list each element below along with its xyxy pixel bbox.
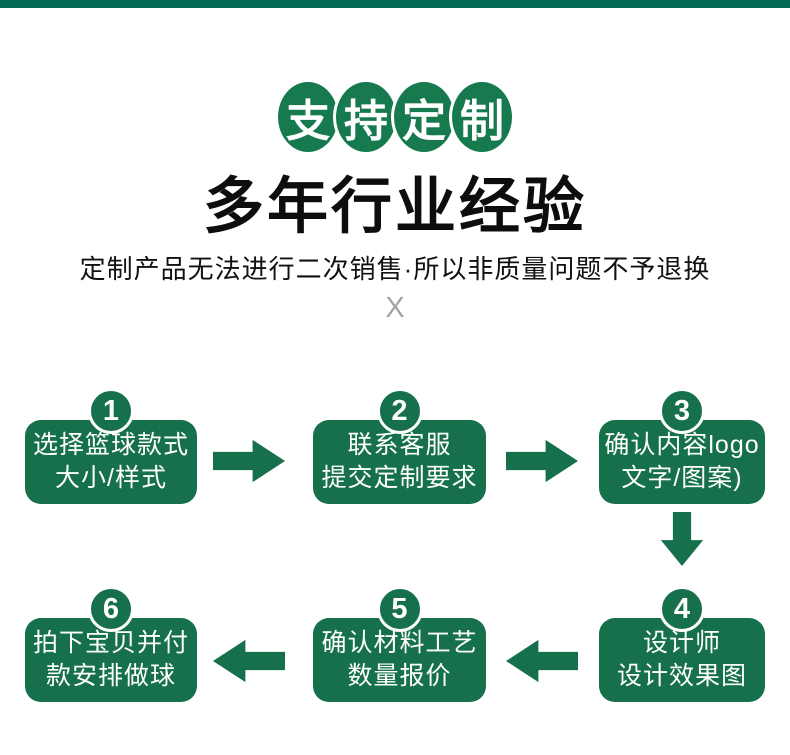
step-number: 3 xyxy=(673,394,691,427)
top-divider-bar xyxy=(0,0,790,8)
x-divider-mark: X xyxy=(385,292,405,324)
step-line: 大小/样式 xyxy=(55,464,167,492)
step-number: 2 xyxy=(391,394,408,427)
step-line: 文字/图案) xyxy=(621,464,743,492)
flow-step-2: 2 联系客服 提交定制要求 xyxy=(313,388,486,518)
badge-char: 支 xyxy=(286,97,330,146)
step-line: 提交定制要求 xyxy=(321,464,478,492)
step-number: 6 xyxy=(102,592,120,625)
arrow-left-icon xyxy=(213,639,285,683)
step-box: 确认内容logo 文字/图案) xyxy=(599,420,765,504)
step-number-badge: 6 xyxy=(88,586,134,632)
step-number-badge: 1 xyxy=(88,388,134,434)
badge-circle: 持 xyxy=(333,79,399,155)
flow-step-3: 3 确认内容logo 文字/图案) xyxy=(599,388,765,518)
step-line: 联系客服 xyxy=(347,431,452,459)
step-line: 数量报价 xyxy=(347,662,452,690)
badge-char: 定 xyxy=(402,97,446,146)
step-line: 拍下宝贝并付 xyxy=(32,629,189,657)
step-line: 设计效果图 xyxy=(616,662,747,690)
step-line: 选择篮球款式 xyxy=(32,431,189,459)
step-number-badge: 5 xyxy=(376,586,423,632)
step-number-badge: 2 xyxy=(376,388,423,434)
arrow-right-icon xyxy=(506,439,578,483)
step-number: 1 xyxy=(102,394,120,427)
step-box: 拍下宝贝并付 款安排做球 xyxy=(25,618,197,702)
badge-circle: 制 xyxy=(449,79,515,155)
support-customization-badge: 支 持 定 制 xyxy=(0,79,790,155)
step-line: 设计师 xyxy=(642,629,721,657)
flow-step-4: 4 设计师 设计效果图 xyxy=(599,586,765,716)
flow-step-5: 5 确认材料工艺 数量报价 xyxy=(313,586,486,716)
step-box: 联系客服 提交定制要求 xyxy=(313,420,486,504)
step-number: 5 xyxy=(391,592,408,625)
flow-step-6: 6 拍下宝贝并付 款安排做球 xyxy=(25,586,197,716)
badge-circle: 支 xyxy=(275,79,341,155)
step-number-badge: 4 xyxy=(659,586,705,632)
step-number-badge: 3 xyxy=(659,388,705,434)
step-number: 4 xyxy=(673,592,691,625)
flow-step-1: 1 选择篮球款式 大小/样式 xyxy=(25,388,197,518)
badge-circle: 定 xyxy=(391,79,457,155)
arrow-left-icon xyxy=(506,639,578,683)
page-title: 多年行业经验 xyxy=(202,172,587,240)
arrow-down-icon xyxy=(660,512,704,566)
step-line: 款安排做球 xyxy=(45,662,176,690)
step-line: 确认内容logo xyxy=(604,431,760,459)
disclaimer-text: 定制产品无法进行二次销售·所以非质量问题不予退换 xyxy=(79,254,711,284)
badge-char: 制 xyxy=(460,97,504,146)
step-box: 设计师 设计效果图 xyxy=(599,618,765,702)
badge-char: 持 xyxy=(344,97,388,146)
step-box: 选择篮球款式 大小/样式 xyxy=(25,420,197,504)
arrow-right-icon xyxy=(213,439,285,483)
step-line: 确认材料工艺 xyxy=(321,629,478,657)
step-box: 确认材料工艺 数量报价 xyxy=(313,618,486,702)
